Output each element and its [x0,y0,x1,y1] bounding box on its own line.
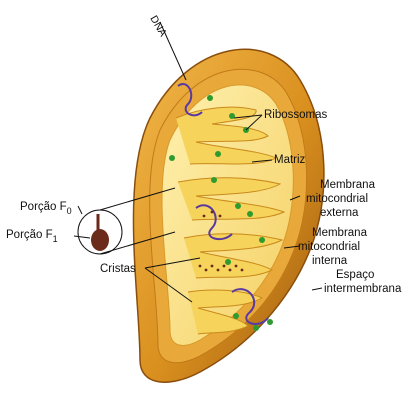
label-ribossomas: Ribossomas [264,109,328,121]
label-espaco-l1: Espaço [336,269,374,281]
label-espaco-l2: intermembrana [324,283,402,295]
label-cristas: Cristas [100,263,136,275]
label-porcao-f1: Porção F1 [6,229,58,244]
label-porcao-f0-text: Porção F [20,201,67,213]
label-membrana-interna-l2: mitocondrial [298,241,360,253]
label-espaco: Espaço intermembrana [324,269,402,295]
label-porcao-f1-text: Porção F [6,229,53,241]
label-membrana-externa-l2: mitocondrial [306,193,368,205]
label-porcao-f1-sub: 1 [53,234,58,244]
label-membrana-externa-l3: externa [320,207,359,219]
label-membrana-interna-l3: interna [312,255,348,267]
label-matriz: Matriz [274,154,306,166]
label-membrana-interna-l1: Membrana [312,227,368,239]
label-porcao-f0-sub: 0 [67,206,72,216]
label-membrana-externa-l1: Membrana [320,179,376,191]
label-porcao-f0: Porção F0 [20,201,72,216]
